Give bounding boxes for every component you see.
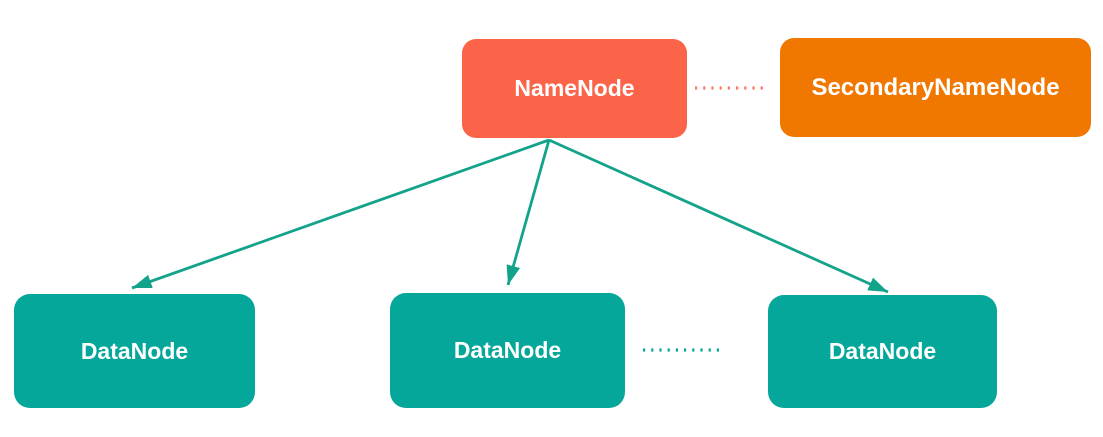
node-datanode-2: DataNode [390, 293, 625, 408]
node-namenode-label: NameNode [514, 75, 635, 101]
node-datanode-3-label: DataNode [828, 338, 937, 364]
node-secondary-namenode: SecondaryNameNode [780, 38, 1091, 137]
node-datanode-3: DataNode [768, 295, 997, 408]
node-datanode-1: DataNode [14, 294, 255, 408]
arrow-namenode-to-datanode-2 [506, 139, 551, 286]
arrow-namenode-to-datanode-1 [131, 138, 550, 290]
arrow-namenode-to-datanode-3 [548, 138, 889, 294]
node-namenode: NameNode [462, 39, 687, 138]
node-datanode-2-label: DataNode [453, 337, 562, 363]
node-datanode-1-label: DataNode [80, 337, 189, 364]
node-secondary-namenode-label: SecondaryNameNode [811, 73, 1060, 101]
